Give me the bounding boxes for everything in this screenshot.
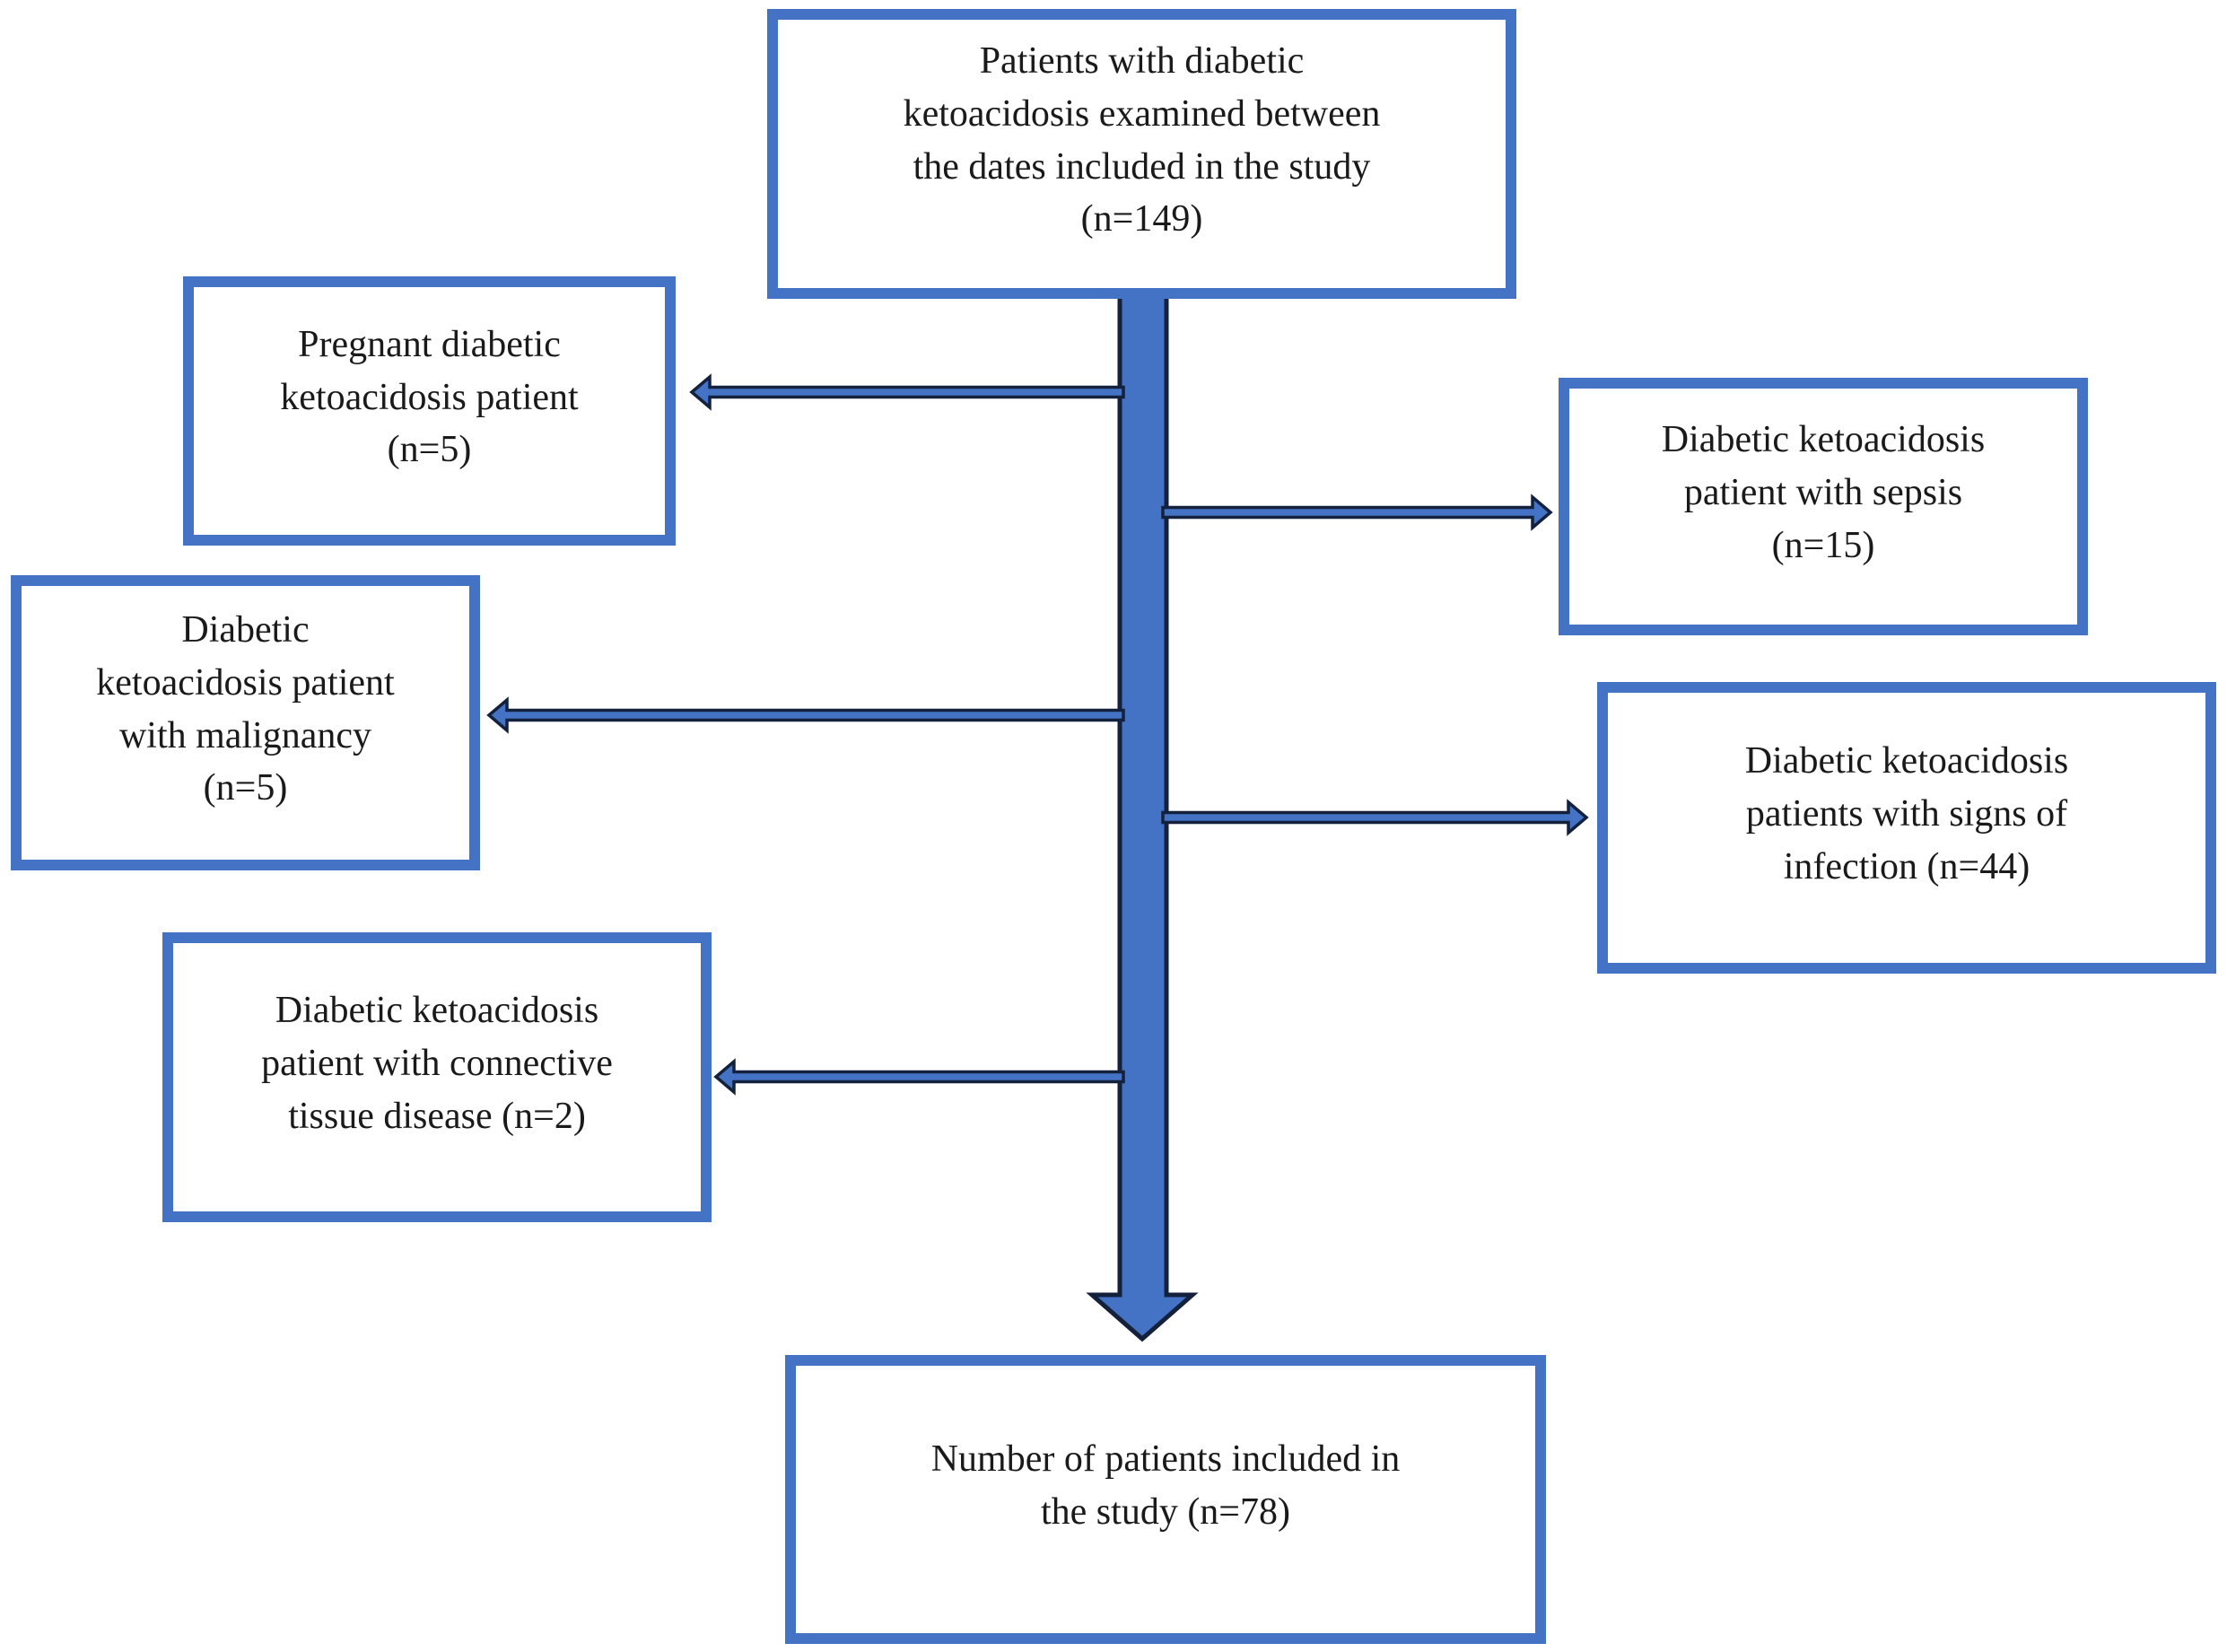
node-connective: Diabetic ketoacidosis patient with conne… — [162, 932, 712, 1222]
node-connective-label: Diabetic ketoacidosis patient with conne… — [261, 990, 613, 1137]
node-source: Patients with diabetic ketoacidosis exam… — [767, 9, 1516, 299]
node-sepsis-label: Diabetic ketoacidosis patient with sepsi… — [1661, 419, 1986, 566]
node-infection-label: Diabetic ketoacidosis patients with sign… — [1744, 740, 2069, 887]
arrow-source-to-connective — [713, 1058, 1125, 1096]
arrow-source-to-malignancy — [486, 696, 1125, 734]
arrow-source-to-sepsis — [1161, 494, 1553, 531]
node-included: Number of patients included in the study… — [785, 1355, 1546, 1644]
arrow-source-to-infection — [1161, 799, 1589, 836]
node-infection: Diabetic ketoacidosis patients with sign… — [1597, 682, 2216, 974]
arrow-source-to-included — [1086, 292, 1199, 1342]
node-source-label: Patients with diabetic ketoacidosis exam… — [903, 39, 1381, 240]
node-malignancy-label: Diabetic ketoacidosis patient with malig… — [96, 608, 395, 809]
arrow-source-to-pregnant — [689, 373, 1125, 411]
node-included-label: Number of patients included in the study… — [930, 1438, 1401, 1533]
node-malignancy: Diabetic ketoacidosis patient with malig… — [11, 575, 480, 870]
node-sepsis: Diabetic ketoacidosis patient with sepsi… — [1559, 378, 2088, 635]
node-pregnant-label: Pregnant diabetic ketoacidosis patient (… — [280, 323, 579, 471]
node-pregnant: Pregnant diabetic ketoacidosis patient (… — [183, 276, 676, 546]
